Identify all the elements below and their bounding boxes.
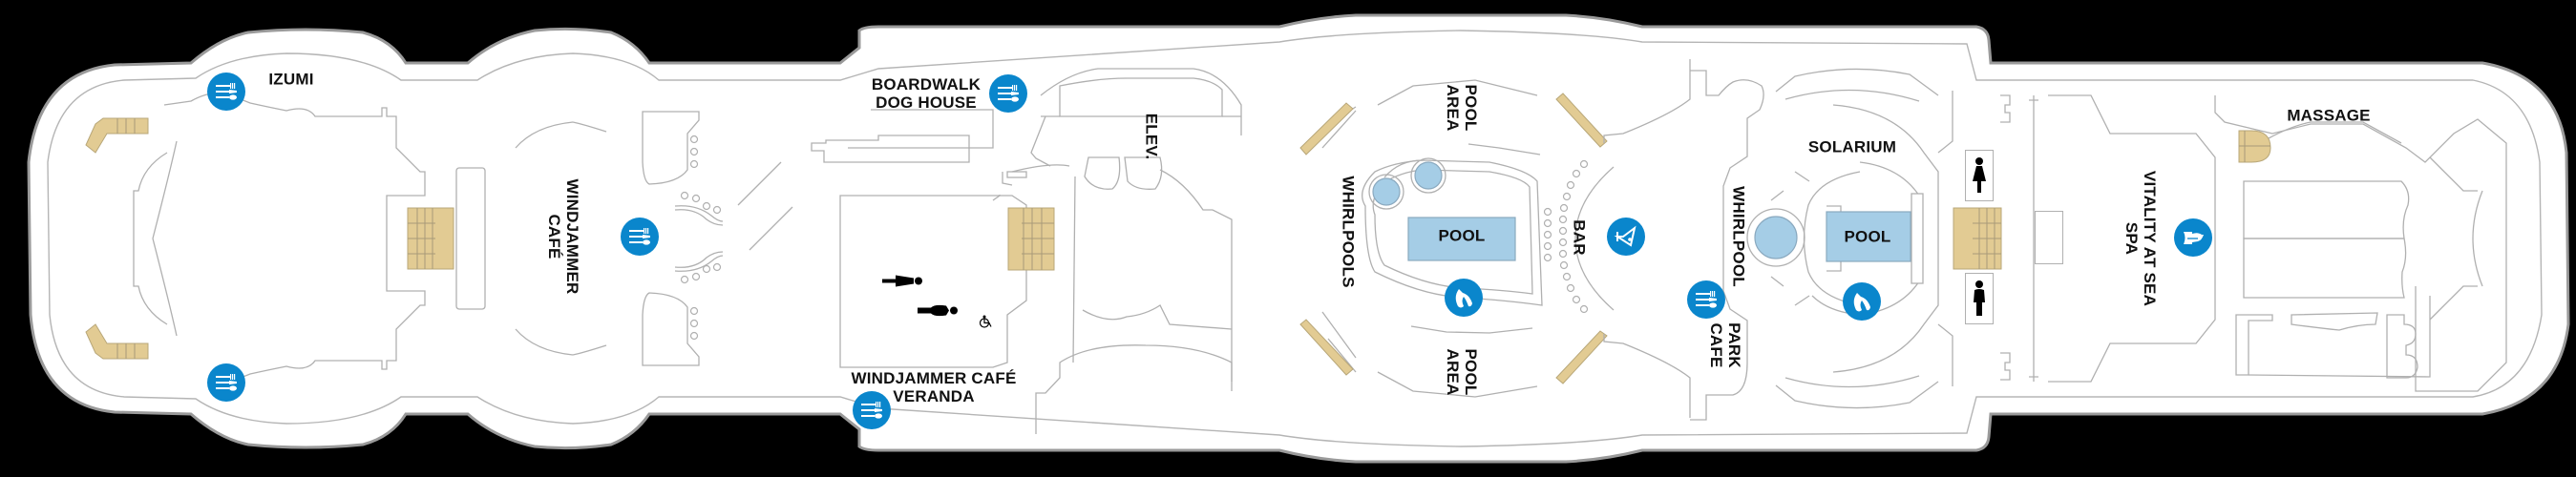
label-line: WINDJAMMER CAFÉ xyxy=(851,369,1017,387)
dining-icon xyxy=(207,73,245,111)
stairs-forward-top xyxy=(85,117,149,154)
dining-icon xyxy=(1687,280,1725,319)
bar-seating xyxy=(1543,59,1691,418)
spa-icon xyxy=(2174,218,2212,257)
swimming-icon xyxy=(1445,279,1483,317)
label-line: ELEV. xyxy=(1142,113,1161,160)
label-izumi: IZUMI xyxy=(268,71,313,89)
label-line: AREA xyxy=(1444,84,1462,132)
label-whirlpools: WHIRLPOOLS xyxy=(1340,176,1358,287)
label-line: AREA xyxy=(1444,348,1462,396)
label-line: WHIRLPOOL xyxy=(1729,186,1748,287)
stairs-massage xyxy=(2238,130,2271,163)
label-line: CAFE xyxy=(1707,322,1725,368)
midship-forward-structure xyxy=(811,68,1242,434)
label-massage: MASSAGE xyxy=(2287,107,2370,125)
label-line: WINDJAMMER xyxy=(563,178,581,295)
hull-outline xyxy=(27,13,2570,464)
stairs-pool-corners xyxy=(1299,93,1608,384)
label-pool-main: POOL xyxy=(1439,227,1486,245)
restroom-men-icon xyxy=(918,303,960,323)
solarium-whirlpool xyxy=(1754,216,1798,259)
restroom-women-icon xyxy=(882,274,924,294)
stairs-solarium-aft xyxy=(1953,207,2002,270)
label-line: WHIRLPOOLS xyxy=(1339,176,1358,288)
whirlpool-2 xyxy=(1414,161,1443,190)
label-line: CAFÉ xyxy=(545,214,563,259)
label-line: SOLARIUM xyxy=(1807,137,1897,156)
elevator-aft-box xyxy=(2035,211,2063,264)
restroom-accessible-icon xyxy=(979,315,994,335)
whirlpool-2-rim xyxy=(1410,157,1446,194)
label-line: PARK xyxy=(1725,322,1743,368)
label-line: BOARDWALK xyxy=(871,75,982,93)
label-whirlpool-solarium: WHIRLPOOL xyxy=(1730,186,1748,287)
label-line: POOL xyxy=(1438,226,1486,245)
stairs-forward-bottom xyxy=(85,323,149,360)
label-bar: BAR xyxy=(1571,219,1589,255)
staircase-well-fwd xyxy=(455,167,486,310)
windjammer-seating xyxy=(515,111,793,366)
dining-icon xyxy=(853,391,891,429)
whirlpool-1-rim xyxy=(1368,174,1404,210)
label-line: IZUMI xyxy=(268,70,314,89)
label-line: DOG HOUSE xyxy=(876,93,977,112)
central-room-outline xyxy=(133,91,426,386)
label-line: POOL xyxy=(1462,348,1480,396)
label-line: VITALITY AT SEA xyxy=(2141,170,2159,307)
label-solarium: SOLARIUM xyxy=(1808,138,1896,156)
izumi-room-wall xyxy=(152,140,178,337)
dining-icon xyxy=(621,218,659,256)
spa-structure xyxy=(2000,94,2507,392)
stairs-windjammer xyxy=(407,207,454,270)
label-line: POOL xyxy=(1844,227,1891,246)
label-elev-forward: ELEV. xyxy=(1143,114,1161,160)
label-pool-solarium: POOL xyxy=(1845,228,1891,246)
label-line: BAR xyxy=(1570,219,1589,256)
label-line: SPA xyxy=(2122,221,2141,256)
promenade-line xyxy=(47,30,2543,447)
main-pool xyxy=(1407,217,1516,261)
restroom-men-icon xyxy=(1965,273,1994,324)
whirlpool-1 xyxy=(1372,177,1401,206)
label-line: POOL xyxy=(1462,84,1480,132)
solarium-structure xyxy=(1690,68,1953,421)
stairs-midship-forward xyxy=(1007,207,1055,271)
swimming-icon xyxy=(1843,282,1881,321)
solarium-pool xyxy=(1826,211,1911,262)
solarium-whirlpool-rim xyxy=(1746,208,1805,267)
dining-icon xyxy=(989,74,1027,113)
label-line: VERANDA xyxy=(893,387,975,405)
dining-icon xyxy=(207,363,245,402)
label-line: MASSAGE xyxy=(2287,106,2371,125)
restroom-women-icon xyxy=(1965,150,1994,201)
bar-icon xyxy=(1607,218,1645,256)
